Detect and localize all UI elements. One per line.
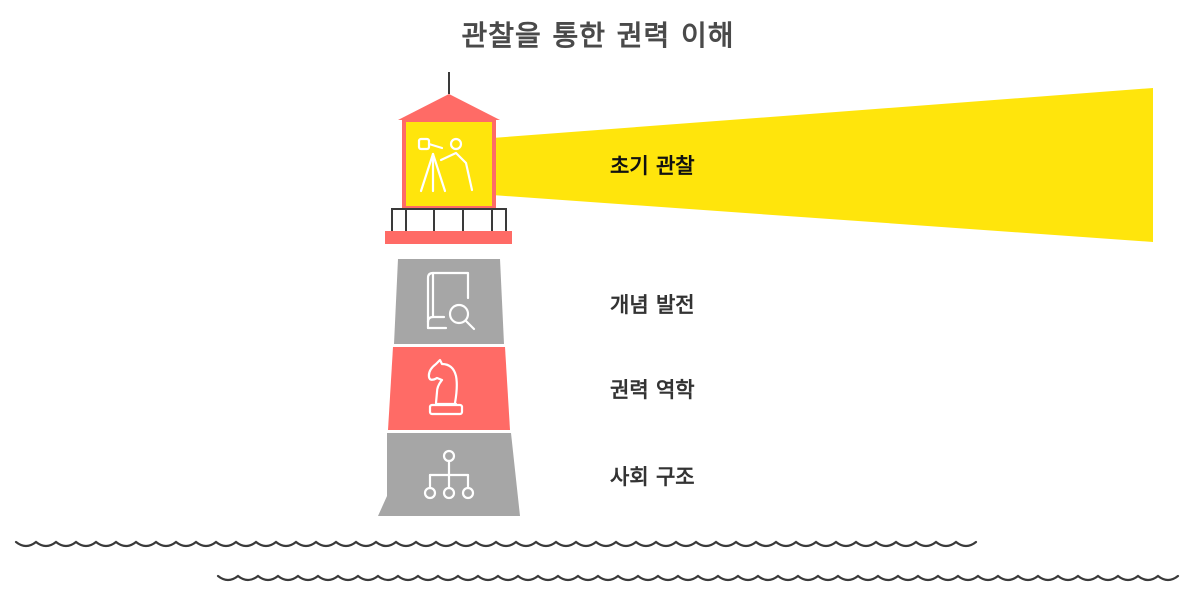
tower-segment-concept: [394, 259, 504, 344]
gallery-railing: [391, 208, 507, 231]
chess-knight-icon: [427, 358, 464, 416]
stage-label-social-structure: 사회 구조: [610, 465, 695, 489]
observer-telescope-icon: [417, 137, 474, 193]
book-search-icon: [426, 271, 476, 331]
wave-line-upper: [14, 540, 978, 548]
light-beam: [492, 88, 1153, 242]
hierarchy-icon: [423, 449, 475, 500]
stage-label-concept-development: 개념 발전: [610, 293, 695, 317]
tower-segment-power: [388, 347, 510, 430]
wave-line-lower: [216, 574, 1180, 582]
lantern-room: [402, 118, 496, 210]
diagram-title: 관찰을 통한 권력 이해: [461, 19, 735, 52]
stage-label-power-dynamics: 권력 역학: [610, 378, 695, 402]
gallery-deck: [385, 231, 512, 244]
lighthouse-roof: [398, 94, 500, 120]
stage-label-initial-observation: 초기 관찰: [610, 154, 695, 178]
